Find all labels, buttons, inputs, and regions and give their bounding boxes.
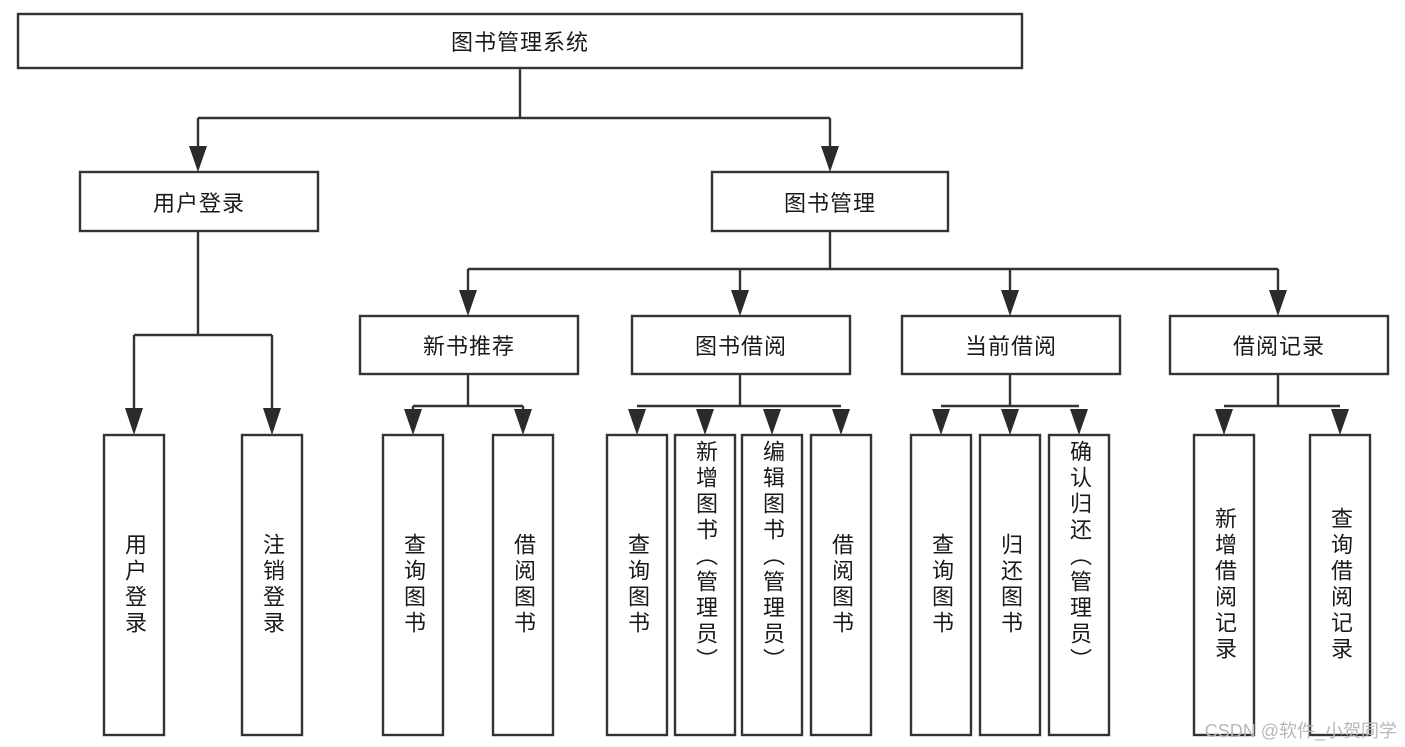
arrow-head-new-book-rec <box>459 290 477 316</box>
node-box-book-borrow[interactable] <box>630 314 852 376</box>
connector-group-book-borrow <box>628 374 850 435</box>
connector-group-current-borrow <box>932 374 1088 435</box>
node-box-user-login[interactable] <box>78 170 320 233</box>
arrow-head-book-mgmt <box>821 146 839 172</box>
node-box-leaf-add-record[interactable] <box>1192 433 1256 737</box>
arrow-head-leaf-query-book-1 <box>404 409 422 435</box>
arrow-head-leaf-return-book <box>1001 409 1019 435</box>
connector-group-new-book-rec <box>404 374 532 435</box>
node-box-root[interactable] <box>16 12 1024 70</box>
node-box-book-mgmt[interactable] <box>710 170 950 233</box>
connector-group-user-login <box>125 231 281 435</box>
node-box-current-borrow[interactable] <box>900 314 1122 376</box>
node-box-new-book-rec[interactable] <box>358 314 580 376</box>
node-box-leaf-query-book-3[interactable] <box>909 433 973 737</box>
arrow-head-current-borrow <box>1001 290 1019 316</box>
node-box-leaf-confirm-return[interactable] <box>1047 433 1111 737</box>
arrow-head-leaf-confirm-return <box>1070 409 1088 435</box>
arrow-head-leaf-add-record <box>1215 409 1233 435</box>
arrow-head-book-borrow <box>731 290 749 316</box>
arrow-head-leaf-borrow-book-2 <box>832 409 850 435</box>
arrow-head-borrow-record <box>1269 290 1287 316</box>
arrow-head-user-login <box>189 146 207 172</box>
node-box-leaf-query-book-2[interactable] <box>605 433 669 737</box>
node-box-leaf-query-record[interactable] <box>1308 433 1372 737</box>
arrow-head-leaf-query-record <box>1331 409 1349 435</box>
connector-group-root <box>189 68 839 172</box>
arrow-head-leaf-user-login <box>125 408 143 435</box>
node-box-leaf-user-login[interactable] <box>102 433 166 737</box>
node-box-borrow-record[interactable] <box>1168 314 1390 376</box>
node-box-leaf-add-book[interactable] <box>673 433 737 737</box>
connector-group-book-mgmt <box>459 231 1287 316</box>
arrow-head-leaf-edit-book <box>763 409 781 435</box>
arrow-head-leaf-add-book <box>696 409 714 435</box>
arrow-head-leaf-query-book-3 <box>932 409 950 435</box>
arrow-head-leaf-logout <box>263 408 281 435</box>
connector-group-borrow-record <box>1215 374 1349 435</box>
node-box-leaf-query-book-1[interactable] <box>381 433 445 737</box>
node-box-leaf-return-book[interactable] <box>978 433 1042 737</box>
node-box-leaf-edit-book[interactable] <box>740 433 804 737</box>
arrow-head-leaf-query-book-2 <box>628 409 646 435</box>
node-box-leaf-borrow-book-1[interactable] <box>491 433 555 737</box>
arrow-head-leaf-borrow-book-1 <box>514 409 532 435</box>
node-box-leaf-logout[interactable] <box>240 433 304 737</box>
node-box-leaf-borrow-book-2[interactable] <box>809 433 873 737</box>
